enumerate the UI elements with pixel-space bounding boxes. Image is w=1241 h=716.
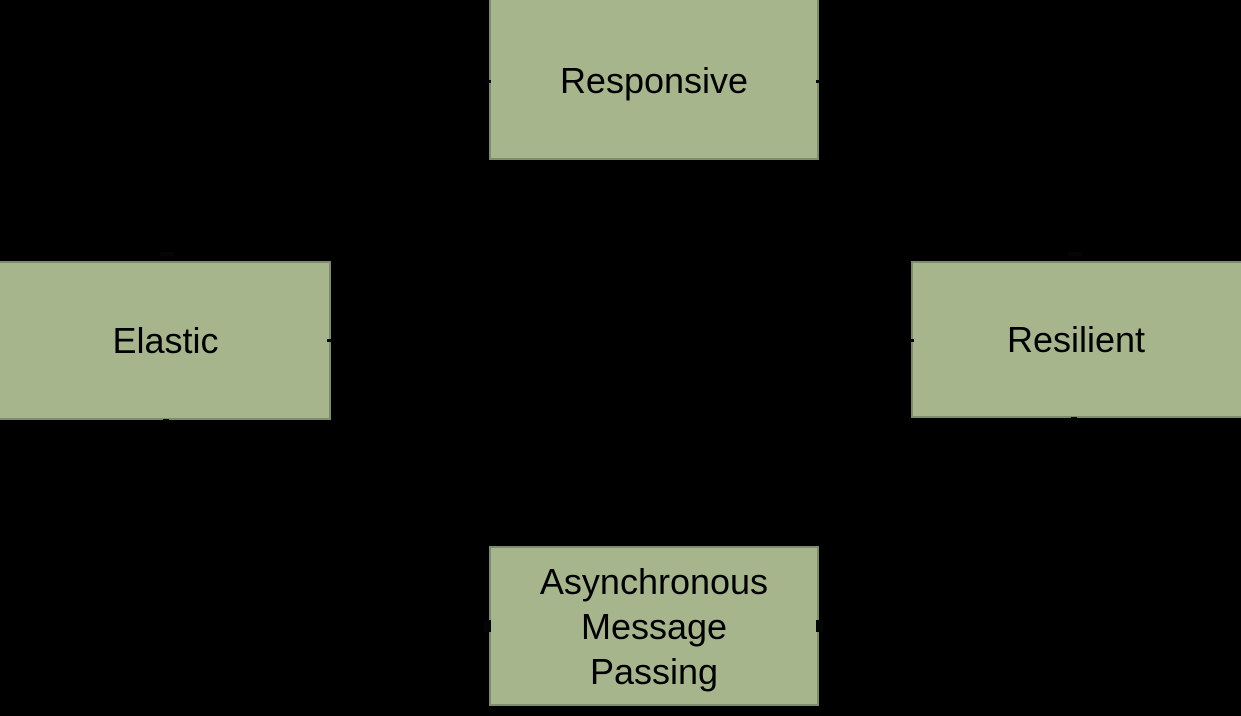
node-resilient[interactable]: Resilient [911, 261, 1241, 418]
node-async-message-passing[interactable]: Asynchronous Message Passing [489, 546, 819, 706]
node-elastic-label: Elastic [112, 320, 219, 361]
connector-stub-responsive-left [485, 80, 491, 83]
connector-stub-async-left [484, 620, 491, 632]
connector-stub-resilient-left [908, 339, 914, 342]
connector-elastic-to-responsive [331, 82, 489, 84]
connector-async-to-elastic [331, 626, 489, 628]
node-elastic[interactable]: Elastic [0, 261, 331, 420]
connector-stub-elastic-top [160, 252, 174, 256]
connector-stub-async-right [816, 620, 823, 632]
node-responsive[interactable]: Responsive [489, 0, 819, 160]
connector-vertical-left [166, 240, 168, 262]
connector-vertical-right-lower [1074, 418, 1076, 438]
node-async-message-passing-label: Asynchronous Message Passing [539, 560, 769, 692]
connector-stub-resilient-bottom [1071, 417, 1077, 421]
connector-stub-resilient-top [1068, 252, 1082, 256]
connector-stub-responsive-right [816, 80, 822, 83]
connector-responsive-to-resilient [819, 82, 911, 84]
node-responsive-label: Responsive [559, 59, 749, 101]
connector-async-to-resilient [819, 626, 911, 628]
connector-vertical-left-lower [166, 420, 168, 440]
node-resilient-label: Resilient [1006, 319, 1146, 360]
connector-stub-elastic-right [327, 339, 333, 342]
connector-stub-elastic-bottom [163, 419, 169, 423]
connector-vertical-right [1074, 240, 1076, 262]
